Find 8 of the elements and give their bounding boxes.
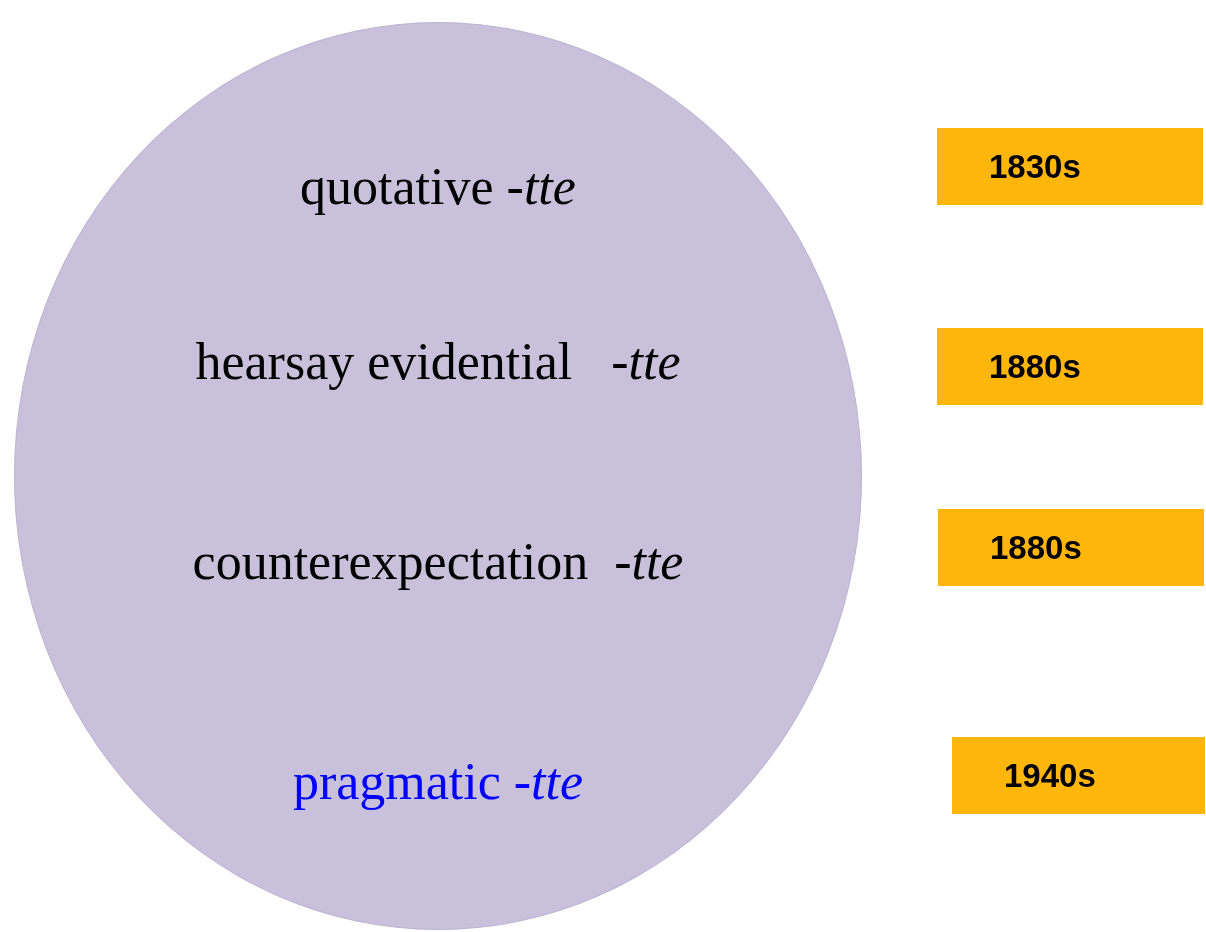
- function-label: quotative -tte: [300, 161, 576, 213]
- function-label: pragmatic -tte: [292, 756, 584, 808]
- date-box: 1830s: [937, 128, 1203, 205]
- date-box: 1940s: [952, 737, 1205, 814]
- date-box: 1880s: [937, 328, 1203, 405]
- function-label: hearsay evidential -tte: [195, 336, 681, 388]
- function-label: counterexpectation -tte: [192, 536, 684, 588]
- date-box: 1880s: [938, 509, 1204, 586]
